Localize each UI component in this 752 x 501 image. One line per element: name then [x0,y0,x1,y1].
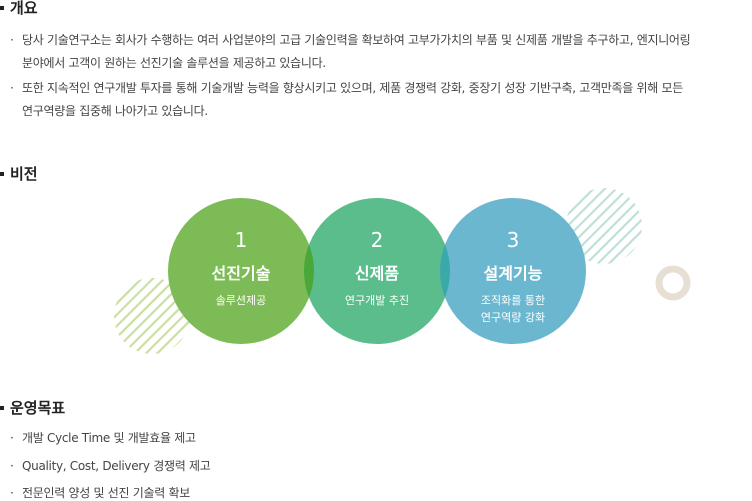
bullet-dot: · [10,459,14,473]
bullet-dot: · [10,486,14,500]
overview-item-2-line2: 연구역량을 집중해 나아가고 있습니다. [22,104,208,118]
vision-circle-2: 2 신제품 연구개발 추진 [304,198,450,344]
overview-title: 개요 [10,0,38,17]
overview-item-1-line2: 분야에서 고객이 원하는 선진기술 솔루션을 제공하고 있습니다. [22,56,326,70]
section-bullet-icon [0,6,4,10]
bullet-dot: · [10,431,14,445]
vision-circle-2-subtitle: 연구개발 추진 [344,294,410,307]
overview-item-2-line1: 또한 지속적인 연구개발 투자를 통해 기술개발 능력을 향상시키고 있으며, … [22,81,683,95]
vision-circle-1: 1 선진기술 솔루션제공 [168,198,314,344]
overview-item-1-line1: 당사 기술연구소는 회사가 수행하는 여러 사업분야의 고급 기술인력을 확보하… [22,33,691,47]
ring-decoration [655,265,691,301]
section-title-goals: 운영목표 [0,399,65,417]
section-bullet-icon [0,172,4,176]
overview-item-1: · 당사 기술연구소는 회사가 수행하는 여러 사업분야의 고급 기술인력을 확보… [10,29,691,75]
vision-circle-3-subtitle: 조직화를 통한 연구역량 강화 [481,292,545,326]
vision-circle-3-title: 설계기능 [483,264,543,283]
goal-item-1: · 개발 Cycle Time 및 개발효율 제고 [10,430,196,446]
vision-circle-1-subtitle: 솔루션제공 [215,294,267,307]
vision-circle-1-title: 선진기술 [211,264,271,283]
vision-circle-3-subtitle-line1: 조직화를 통한 [480,294,546,307]
vision-circle-2-title: 신제품 [354,264,400,283]
goal-item-3-text: 전문인력 양성 및 선진 기술력 확보 [22,486,190,500]
section-bullet-icon [0,406,4,410]
vision-circle-3-subtitle-line2: 연구역량 강화 [480,311,546,324]
vision-circle-1-number: 1 [234,228,248,252]
bullet-dot: · [10,81,14,95]
vision-title: 비전 [10,165,38,183]
section-title-vision: 비전 [0,165,38,183]
goal-item-2: · Quality, Cost, Delivery 경쟁력 제고 [10,458,211,474]
bullet-dot: · [10,33,14,47]
goal-item-2-text: Quality, Cost, Delivery 경쟁력 제고 [22,459,211,473]
goal-item-1-text: 개발 Cycle Time 및 개발효율 제고 [22,431,196,445]
overview-item-2: · 또한 지속적인 연구개발 투자를 통해 기술개발 능력을 향상시키고 있으며,… [10,77,683,123]
goal-item-3: · 전문인력 양성 및 선진 기술력 확보 [10,485,190,501]
vision-circle-3-number: 3 [506,228,520,252]
goals-title: 운영목표 [10,399,66,417]
vision-circle-2-number: 2 [370,228,384,252]
vision-circle-3: 3 설계기능 조직화를 통한 연구역량 강화 [440,198,586,344]
section-title-overview: 개요 [0,0,38,17]
